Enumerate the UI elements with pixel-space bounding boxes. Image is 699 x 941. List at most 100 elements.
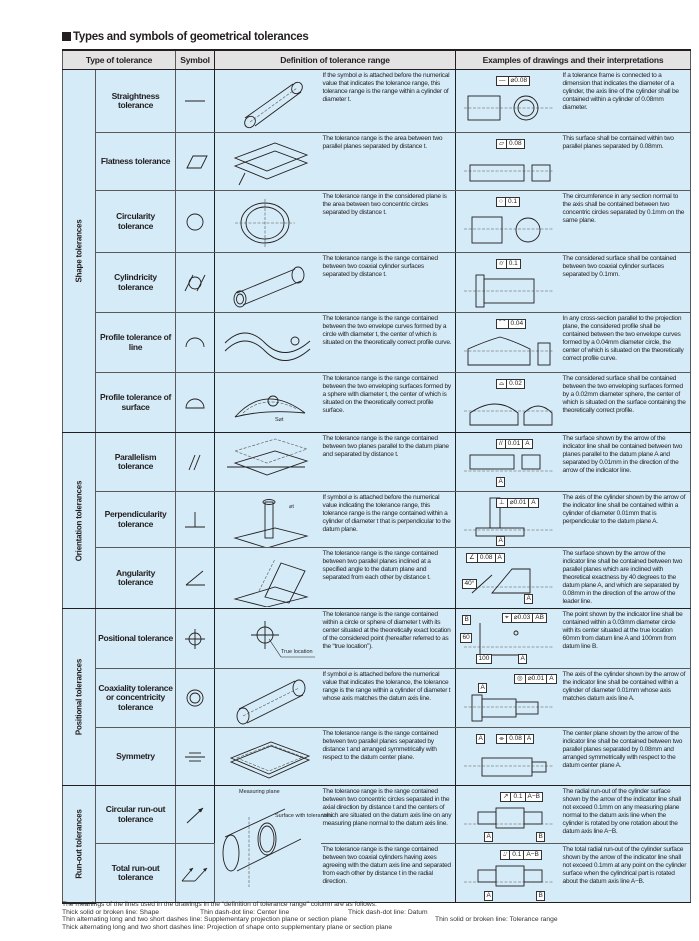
profile-of-line-symbol-icon <box>176 331 214 355</box>
definition-illustration <box>214 252 321 313</box>
datum-label: A <box>496 477 506 487</box>
tolerance-frame-cell: — <box>499 77 506 84</box>
header-type: Type of tolerance <box>61 49 177 70</box>
definition-illustration: ⌀t <box>214 491 321 548</box>
symbol-cell <box>175 668 216 728</box>
example-interpretation: The center plane shown by the arrow of t… <box>560 727 692 786</box>
cylindricity-symbol-icon <box>176 271 214 295</box>
example-interpretation: The considered surface shall be containe… <box>560 372 692 433</box>
footnote-item: Thin alternating long and two short dash… <box>62 916 348 924</box>
symbol-cell <box>175 843 216 903</box>
drawing-annotation: Surface with tolerances <box>275 812 333 819</box>
drawing-annotation: Measuring plane <box>239 788 280 795</box>
example-interpretation: This surface shall be contained within t… <box>560 132 692 191</box>
tolerance-frame-cell: 0.08 <box>506 140 524 148</box>
tolerance-frame-cell: ⌀0.01 <box>506 499 529 507</box>
concentricity-symbol-icon <box>176 686 214 710</box>
tolerance-type: Circular run-out tolerance <box>94 785 177 844</box>
symmetry-symbol-icon <box>176 745 214 769</box>
example-interpretation: The total radial run-out of the cylinder… <box>560 843 692 903</box>
datum-label: A <box>478 683 488 693</box>
tolerance-frame-cell: ⌯ <box>499 735 505 742</box>
footnote-item: Thick solid or broken line: Shape <box>62 908 160 916</box>
table-header-row: Type of tolerance Symbol Definition of t… <box>61 49 692 70</box>
tolerance-frame-cell: ◎ <box>517 675 523 682</box>
group-label-cell: Positional tolerances <box>62 608 96 786</box>
datum-label: B <box>536 891 546 901</box>
symbol-cell <box>175 608 216 669</box>
definition-text: The tolerance range is the range contain… <box>320 432 457 492</box>
example-drawing-canvas: ⌭0.1 <box>456 253 561 312</box>
definition-text: The tolerance range in the considered pl… <box>320 190 457 253</box>
tolerance-zone-drawing <box>215 669 321 727</box>
table-row: Coaxiality tolerance or concentricity to… <box>63 668 692 728</box>
group-label-cell: Orientation tolerances <box>62 432 96 609</box>
tolerance-frame-cell: ⌀0.01 <box>524 675 547 683</box>
example-interpretation: The axis of the cylinder shown by the ar… <box>560 491 692 548</box>
tolerance-frame: ▱0.08 <box>496 139 525 149</box>
datum-label: A <box>476 734 486 744</box>
example-drawing: ⌒0.04 <box>455 312 561 373</box>
footnote-item: Thin dash-dot line: Center line <box>200 908 290 916</box>
definition-text: The tolerance range is the range contain… <box>320 608 457 669</box>
tolerance-frame-cell: ○ <box>499 198 503 205</box>
definition-illustration <box>214 69 321 133</box>
definition-illustration <box>214 668 321 728</box>
datum-label: B <box>536 832 546 842</box>
tolerance-frame-cell: ⌭ <box>499 260 504 267</box>
footnote-item: Thick alternating long and two short das… <box>62 923 393 931</box>
tolerance-type: Profile tolerance of line <box>94 312 177 373</box>
tolerance-type: Coaxiality tolerance or concentricity to… <box>94 668 177 728</box>
tolerance-type: Profile tolerance of surface <box>94 372 177 433</box>
tolerance-frame-cell: ⌒ <box>499 320 506 327</box>
symbol-cell <box>175 785 216 844</box>
definition-illustration <box>214 190 321 253</box>
group-label: Shape tolerances <box>74 219 84 283</box>
tolerance-frame-cell: ▱ <box>499 140 505 147</box>
tolerance-frame: ⌭0.1 <box>496 259 521 269</box>
tolerance-frame-cell: 0.1 <box>509 851 523 859</box>
tolerance-type: Flatness tolerance <box>94 132 177 191</box>
definition-text: The tolerance range is the range contain… <box>320 372 457 433</box>
footnote-item: Thin solid or broken line: Tolerance ran… <box>435 916 558 924</box>
tolerance-zone-drawing <box>215 433 321 491</box>
tolerance-type: Perpendicularity tolerance <box>94 491 177 548</box>
group-label: Orientation tolerances <box>74 480 84 561</box>
tolerance-frame-cell: 0.1 <box>505 260 520 268</box>
example-drawing-canvas: —⌀0.08 <box>456 70 561 132</box>
tolerance-frame-cell: 0.02 <box>506 380 524 388</box>
example-interpretation: The circumference in any section normal … <box>560 190 692 253</box>
tolerance-zone-drawing <box>215 191 321 252</box>
tolerance-type: Cylindricity tolerance <box>94 252 177 313</box>
symbol-cell <box>175 491 216 548</box>
example-drawing-canvas: ⌓0.02 <box>456 373 561 432</box>
tolerance-frame-cell: A <box>523 735 533 743</box>
tolerance-frame-cell: 0.04 <box>507 320 526 328</box>
example-interpretation: In any cross-section parallel to the pro… <box>560 312 692 373</box>
tolerance-frame: ○0.1 <box>496 197 520 207</box>
tolerance-frame-cell: // <box>499 440 503 447</box>
definition-text: The tolerance range is the range contain… <box>320 547 457 609</box>
symbol-cell <box>175 547 216 609</box>
section-title-text: Types and symbols of geometrical toleran… <box>73 31 309 43</box>
profile-of-surface-symbol-icon <box>176 391 214 415</box>
line-meanings-footnote: The meanings of the lines used in the dr… <box>62 901 558 931</box>
tolerance-zone-drawing <box>215 313 321 372</box>
tolerance-type: Total run-out tolerance <box>94 843 177 903</box>
group-label-cell: Run-out tolerances <box>62 785 96 904</box>
